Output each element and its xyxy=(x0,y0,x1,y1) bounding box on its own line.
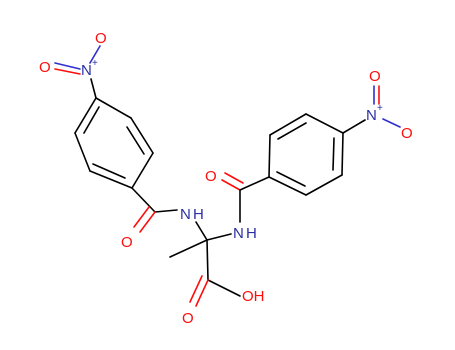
right-ring-bond-6 xyxy=(268,176,307,196)
left-nitro-nitrogen: N xyxy=(81,62,92,79)
right-carbonyl-CO-bond xyxy=(221,179,241,191)
right-ring-inner-3 xyxy=(276,171,306,187)
right-amide-hydrogen: H xyxy=(246,225,257,242)
left-carbonyl-CO-bond xyxy=(139,211,156,233)
right-ring-bond-1 xyxy=(268,134,271,178)
carboxyl-hydroxyl: OH xyxy=(242,288,265,305)
left-ring-inner-3 xyxy=(83,106,100,134)
right-nitro-oxygen-2: O xyxy=(401,125,413,142)
left-ring-bond-6 xyxy=(74,97,97,134)
left-benzene-ring xyxy=(74,97,154,189)
left-nitro-oxygen-2: O xyxy=(39,59,51,76)
left-amide-hydrogen: H xyxy=(193,206,204,223)
left-ring-to-nitro-bond xyxy=(90,78,97,99)
left-nitro-N-O2-bond xyxy=(54,62,81,70)
right-amide-oxygen: O xyxy=(205,168,217,185)
right-ring-bond-4 xyxy=(341,132,344,176)
left-ring-bond-4 xyxy=(89,170,133,189)
left-ring-bond-3 xyxy=(131,152,154,189)
carboxylic-acid-group: O OH xyxy=(182,275,265,327)
right-nitro-plus-charge: + xyxy=(377,103,383,114)
right-carbonyl-to-ring-bond xyxy=(239,176,270,191)
right-nitro-nitrogen: N xyxy=(366,107,377,124)
left-carbonyl-CO-double xyxy=(133,206,150,228)
right-ring-to-nitro-bond xyxy=(342,119,366,134)
left-nitro-N-O-bond xyxy=(89,45,101,64)
right-nitro-N-O2-bond xyxy=(382,118,401,128)
right-carbonyl-CO-double xyxy=(224,172,244,184)
right-ring-bond-2 xyxy=(269,113,307,136)
right-nitro-oxygen-1: O xyxy=(369,68,381,85)
right-ring-inner-2 xyxy=(332,137,335,171)
carboxyl-oxygen: O xyxy=(182,310,194,327)
carboxyl-CO-double xyxy=(189,275,203,303)
central-C-to-right-N-bond xyxy=(206,233,232,241)
left-ring-inner-2 xyxy=(92,163,126,179)
left-amide-oxygen: O xyxy=(121,234,133,251)
right-ring-inner-1 xyxy=(277,122,307,140)
left-amide-nitrogen: N xyxy=(180,206,191,223)
left-nitro-plus-charge: + xyxy=(92,58,98,69)
right-ring-bond-3 xyxy=(305,113,344,134)
left-ring-inner-1 xyxy=(126,126,145,155)
left-ring-bond-1 xyxy=(95,97,132,119)
right-amide-nitrogen: N xyxy=(233,225,244,242)
right-amide-group: N H O xyxy=(205,168,270,242)
central-C-to-carboxyl-bond xyxy=(206,239,209,281)
right-nitro-group: N + O O xyxy=(342,68,413,142)
carboxyl-C-OH-bond xyxy=(207,279,241,297)
left-ring-bond-2 xyxy=(130,117,154,154)
left-nitro-N-O2-double xyxy=(54,68,81,75)
left-carbonyl-to-N-bond xyxy=(154,209,178,213)
right-ring-bond-5 xyxy=(305,174,343,196)
left-ring-bond-5 xyxy=(74,132,91,172)
left-ring-to-carbonyl-bond xyxy=(131,187,156,213)
carboxyl-CO-bond xyxy=(195,279,209,307)
central-C-methyl-bond xyxy=(169,239,208,258)
left-nitro-oxygen-1: O xyxy=(95,30,107,47)
left-NH-to-central-C-bond xyxy=(195,221,208,241)
left-amide-group: O N H xyxy=(121,187,208,251)
left-nitro-group: O N + O xyxy=(39,30,107,99)
central-carbon xyxy=(169,233,232,281)
right-benzene-ring xyxy=(268,113,344,196)
